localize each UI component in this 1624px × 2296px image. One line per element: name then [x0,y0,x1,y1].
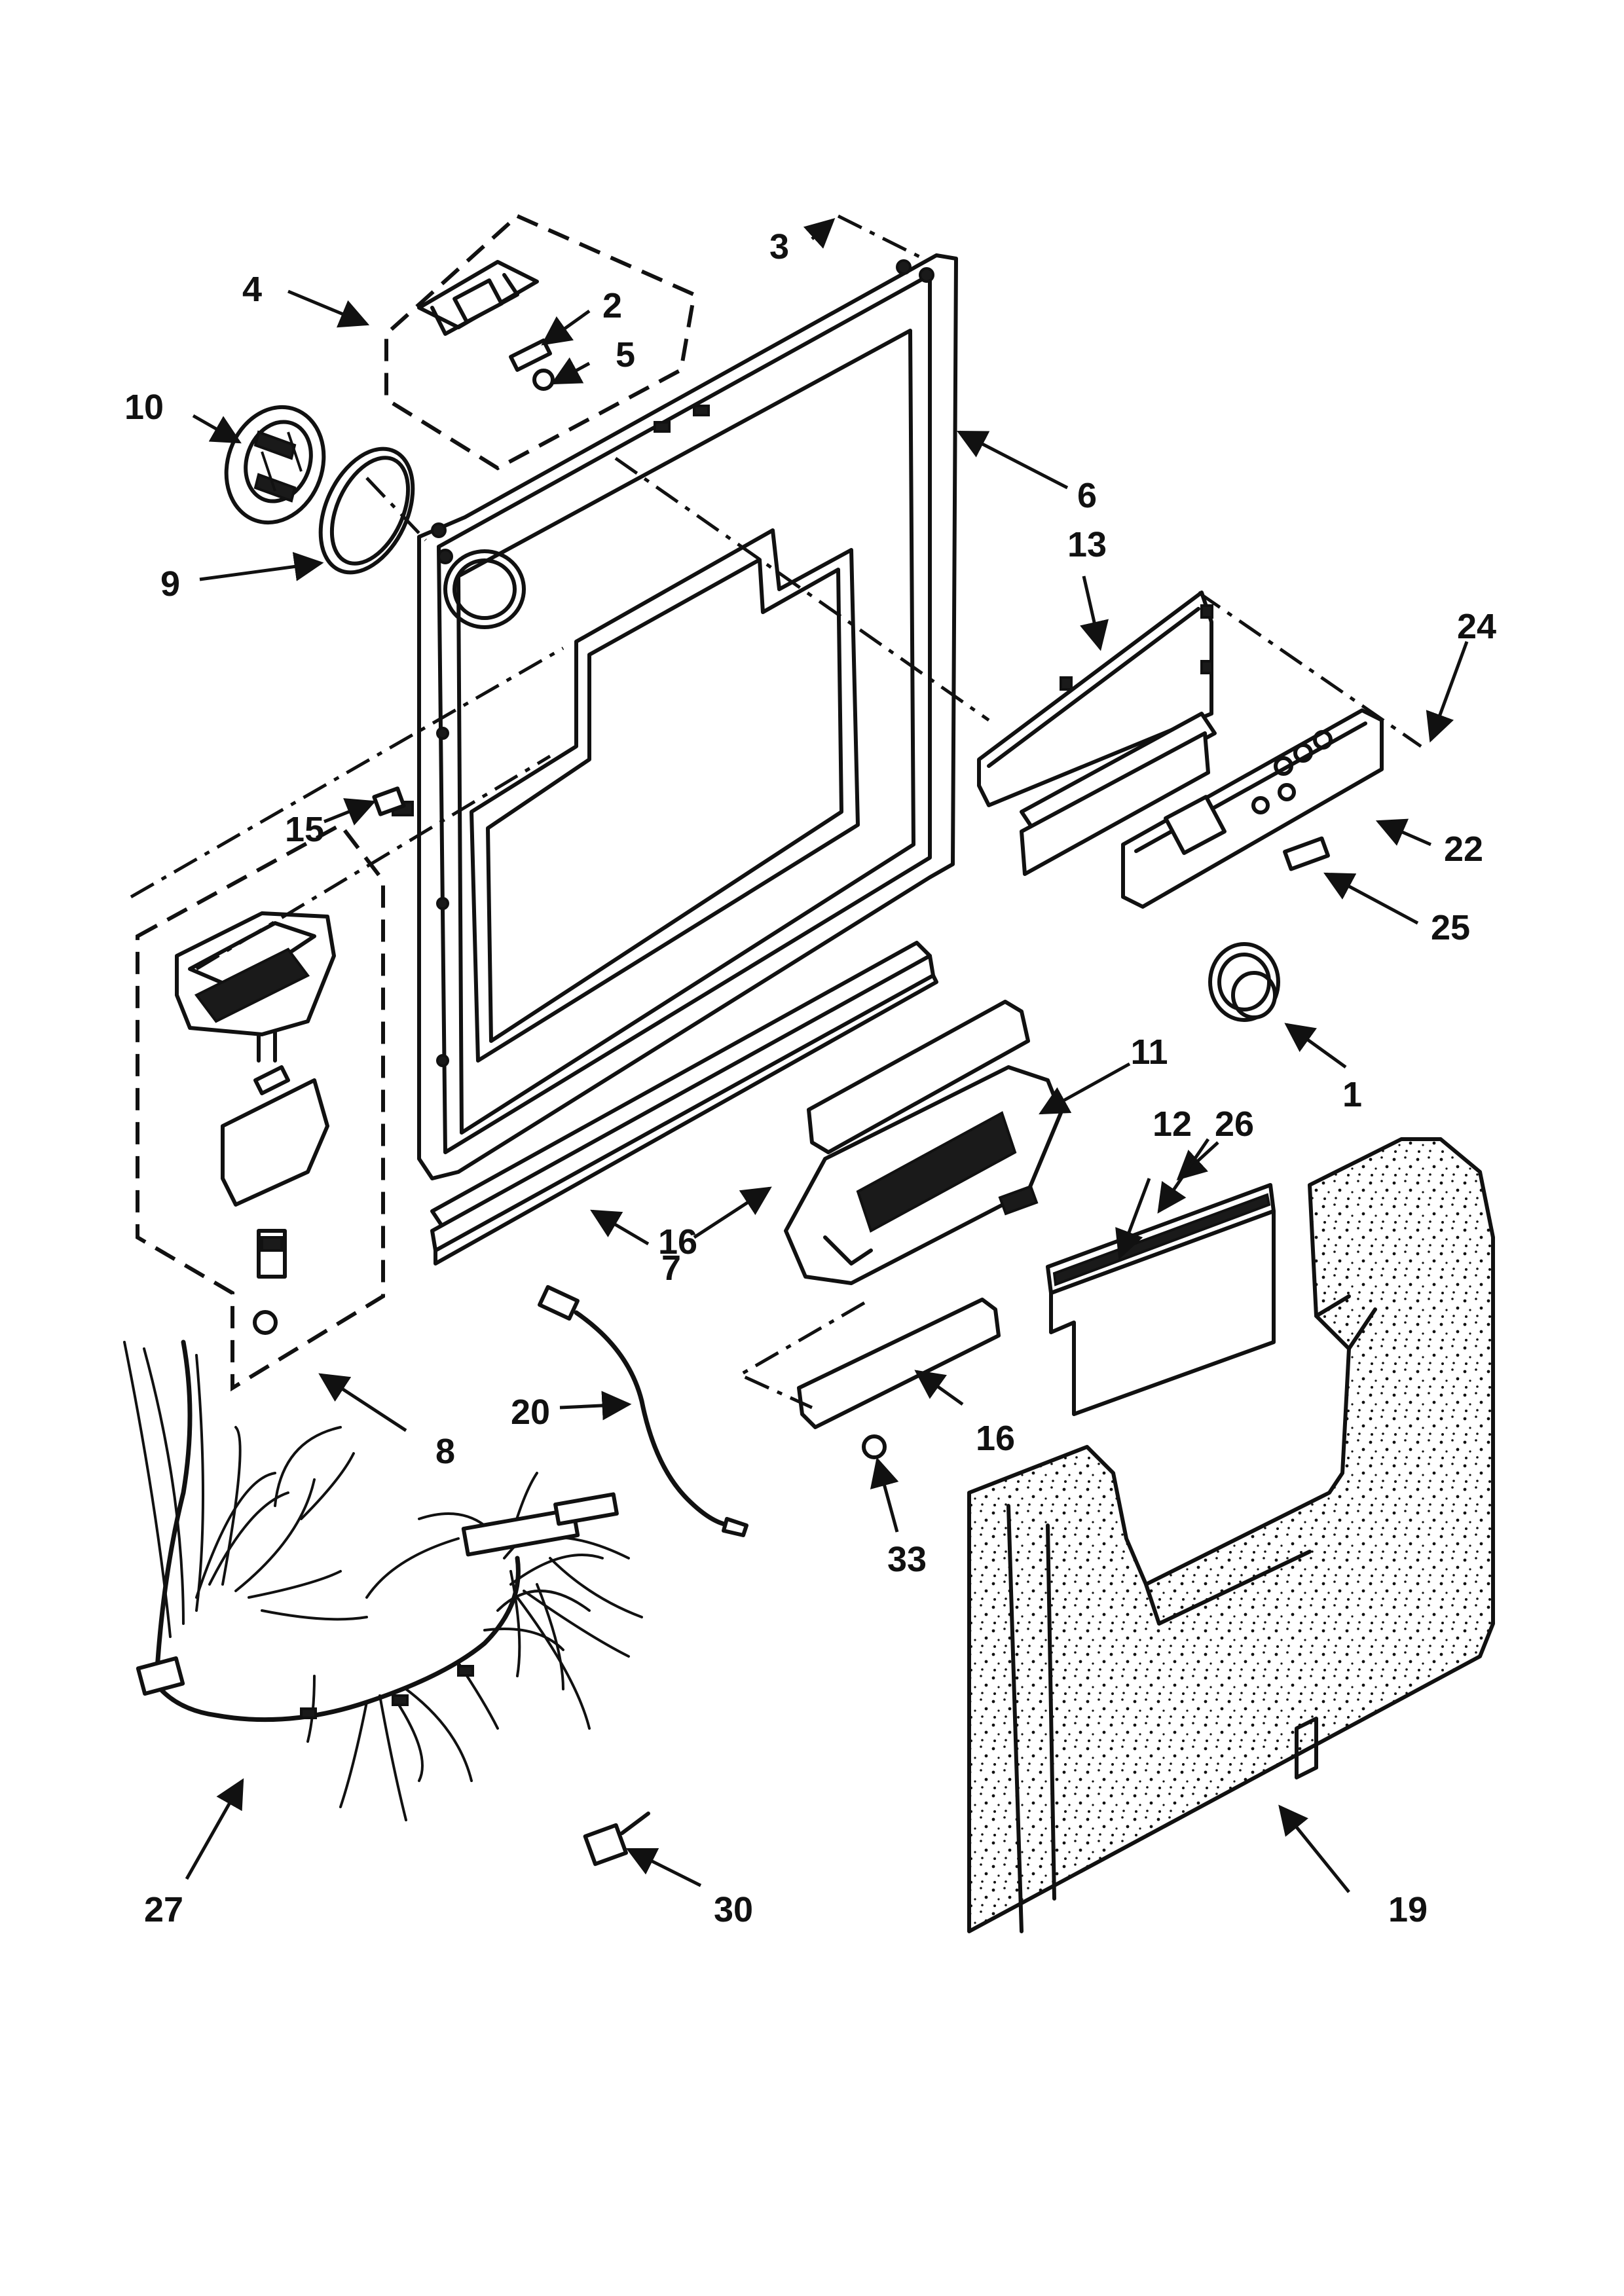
vent-cap [224,405,326,525]
alignment-lines [130,214,1422,1410]
selector-knob [1208,942,1280,1022]
wire-lead [538,1285,748,1537]
callout-33: 33 [887,1540,927,1579]
callout-11: 11 [1130,1032,1168,1072]
callout-30: 27 [144,1890,183,1929]
callout-10: 10 [124,388,164,427]
inner-door-panel [392,253,958,1180]
callout-26: 26 [1215,1104,1254,1144]
vent-gasket [318,446,415,575]
callout-12: 12 [1153,1104,1192,1144]
callout-24: 20 [511,1393,550,1432]
leader-arrows [185,217,1469,1893]
console-bracket [977,591,1217,876]
latch-assembly-box [384,213,697,471]
door-bottom-trim [430,941,938,1266]
callout-labels: 3 4 2 5 10 9 6 13 24 22 25 1 15 11 26 12… [124,227,1496,1929]
callout-19: 22 [1444,829,1483,869]
callout-25: 19 [1388,1890,1428,1929]
clip-part-15 [372,786,406,816]
callout-13: 13 [1067,525,1107,564]
callout-27: 30 [714,1890,753,1929]
callout-16-lower: 16 [976,1419,1015,1458]
callout-7: 7 [661,1248,681,1288]
callout-2: 2 [602,286,622,325]
callout-22: 25 [1431,908,1470,947]
foam-insulation [967,1137,1495,1933]
control-panel [1121,708,1384,909]
insulation-strip [1046,1183,1276,1416]
callout-20: 24 [1457,607,1496,646]
callout-4: 4 [242,270,262,309]
wire-harness [123,1339,643,1821]
connector-part-27 [583,1812,650,1867]
callout-9: 9 [160,564,180,604]
callout-15: 15 [285,810,324,849]
handle-trim-lower [797,1298,1001,1459]
callout-6: 6 [1077,476,1097,515]
dispenser-assembly-box [136,822,385,1392]
callout-1: 1 [1342,1075,1362,1114]
callout-16-upper: 16 [658,1222,697,1262]
callout-3: 3 [769,227,789,266]
callout-8: 8 [435,1432,455,1471]
callout-5: 5 [616,335,635,374]
